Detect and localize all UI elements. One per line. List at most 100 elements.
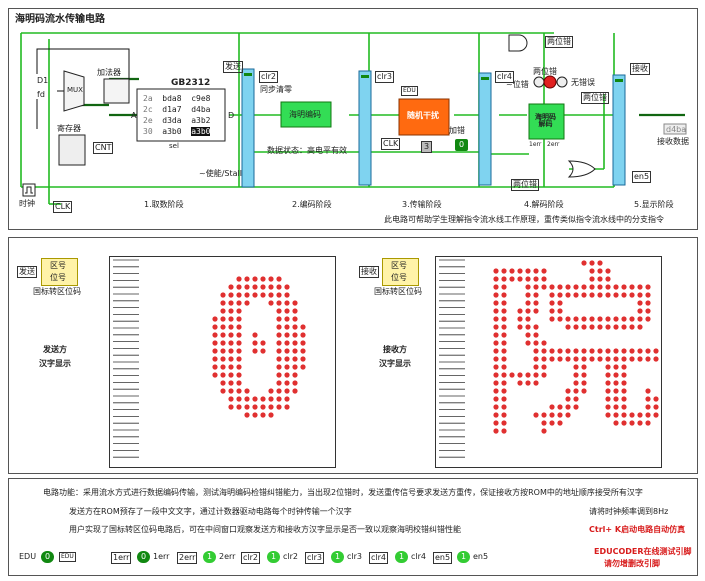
pin-value[interactable]: 0 — [137, 551, 151, 563]
led-dot — [517, 324, 523, 330]
led-dot — [645, 396, 651, 402]
led-dot — [212, 348, 218, 354]
led-dot — [621, 404, 627, 410]
led-dot — [276, 356, 282, 362]
led-dot — [621, 380, 627, 386]
stage-encode: 2.编码阶段 — [292, 200, 332, 209]
display-panel: 发送 区号 位号 国标转区位码 发送方 汉字显示 接收 区号 位号 国标转区位码… — [8, 237, 698, 474]
led-dot — [236, 308, 242, 314]
pin-tag: 2err — [219, 552, 236, 561]
led-dot — [605, 372, 611, 378]
led-dot — [605, 404, 611, 410]
led-dot — [629, 324, 635, 330]
educoder-pin-note-1: EDUCODER在线测试引脚 — [594, 547, 692, 556]
pin-value[interactable]: 1 — [331, 551, 345, 563]
pipeline-circuit-wires — [20, 32, 687, 205]
led-dot — [597, 348, 603, 354]
led-dot — [621, 324, 627, 330]
stage-fetch: 1.取数阶段 — [144, 200, 184, 209]
led-dot — [557, 356, 563, 362]
led-dot — [228, 292, 234, 298]
led-dot — [533, 356, 539, 362]
rom-cell: d3da — [162, 116, 182, 125]
led-dot — [228, 380, 234, 386]
led-dot — [613, 324, 619, 330]
pin-label: clr3 — [305, 552, 324, 564]
led-dot — [533, 292, 539, 298]
led-dot — [220, 300, 226, 306]
led-dot — [244, 300, 250, 306]
add-error-switch[interactable]: 0 — [455, 139, 469, 151]
led-glyph — [493, 260, 659, 434]
led-dot — [589, 348, 595, 354]
receiver-side-label: 接收方 — [383, 345, 407, 354]
rom-cell: a3b0 — [162, 127, 182, 136]
adder-label: 加法器 — [97, 68, 121, 77]
add-error-label: 加错 — [449, 126, 465, 135]
led-dot — [645, 308, 651, 314]
led-dot — [645, 404, 651, 410]
led-dot — [613, 284, 619, 290]
led-dot — [292, 340, 298, 346]
pin-value[interactable]: 1 — [395, 551, 409, 563]
led-dot — [637, 300, 643, 306]
circuit-title: 海明码流水传输电路 — [15, 14, 105, 25]
led-dot — [212, 332, 218, 338]
led-dot — [220, 332, 226, 338]
led-dot — [493, 308, 499, 314]
stage-decode: 4.解码阶段 — [524, 200, 564, 209]
led-dot — [645, 412, 651, 418]
led-dot — [581, 316, 587, 322]
led-dot — [549, 404, 555, 410]
led-dot — [228, 364, 234, 370]
led-dot — [605, 388, 611, 394]
data-status-label: 数据状态：高电平有效 — [267, 146, 347, 155]
led-dot — [493, 404, 499, 410]
led-dot — [541, 284, 547, 290]
led-dot — [597, 276, 603, 282]
led-dot — [284, 404, 290, 410]
led-dot — [236, 396, 242, 402]
led-dot — [284, 300, 290, 306]
led-dot — [581, 284, 587, 290]
led-dot — [228, 404, 234, 410]
two-bit-error-tag-top: 两位错 — [545, 36, 573, 48]
led-dot — [284, 284, 290, 290]
led-dot — [565, 324, 571, 330]
pin-value[interactable]: 1 — [203, 551, 217, 563]
error-bit-label: ~位错 — [506, 80, 529, 89]
led-dot — [236, 380, 242, 386]
led-dot — [276, 300, 282, 306]
led-dot — [276, 332, 282, 338]
sender-send-tag: 发送 — [17, 266, 37, 278]
led-dot — [284, 388, 290, 394]
led-dot — [276, 324, 282, 330]
led-dot — [501, 324, 507, 330]
led-dot — [525, 316, 531, 322]
led-dot — [605, 324, 611, 330]
two-bit-error-led-label: 两位错 — [533, 67, 557, 76]
led-dot — [653, 412, 659, 418]
led-dot — [629, 348, 635, 354]
pin-label: en5 — [433, 552, 453, 564]
led-dot — [236, 340, 242, 346]
pin-value[interactable]: 1 — [457, 551, 471, 563]
led-dot — [557, 412, 563, 418]
led-dot — [493, 364, 499, 370]
pin-tag: EDU — [59, 552, 76, 562]
edu-tag: EDU — [401, 86, 418, 96]
led-dot — [645, 284, 651, 290]
pin-value[interactable]: 0 — [41, 551, 55, 563]
user-description: 用户实现了国标转区位码电路后，可在中间窗口观察发送方和接收方汉字显示是否一致以观… — [69, 525, 461, 534]
led-dot — [493, 348, 499, 354]
led-dot — [493, 396, 499, 402]
rom-cell: a3b0 — [191, 127, 211, 136]
led-dot — [549, 308, 555, 314]
led-dot — [629, 284, 635, 290]
clk-input-tag: CLK — [381, 138, 401, 150]
led-dot — [493, 292, 499, 298]
pin-label: EDU — [19, 552, 37, 561]
pin-value[interactable]: 1 — [267, 551, 281, 563]
led-dot — [557, 308, 563, 314]
receive-data-label: 接收数据 — [657, 137, 689, 146]
